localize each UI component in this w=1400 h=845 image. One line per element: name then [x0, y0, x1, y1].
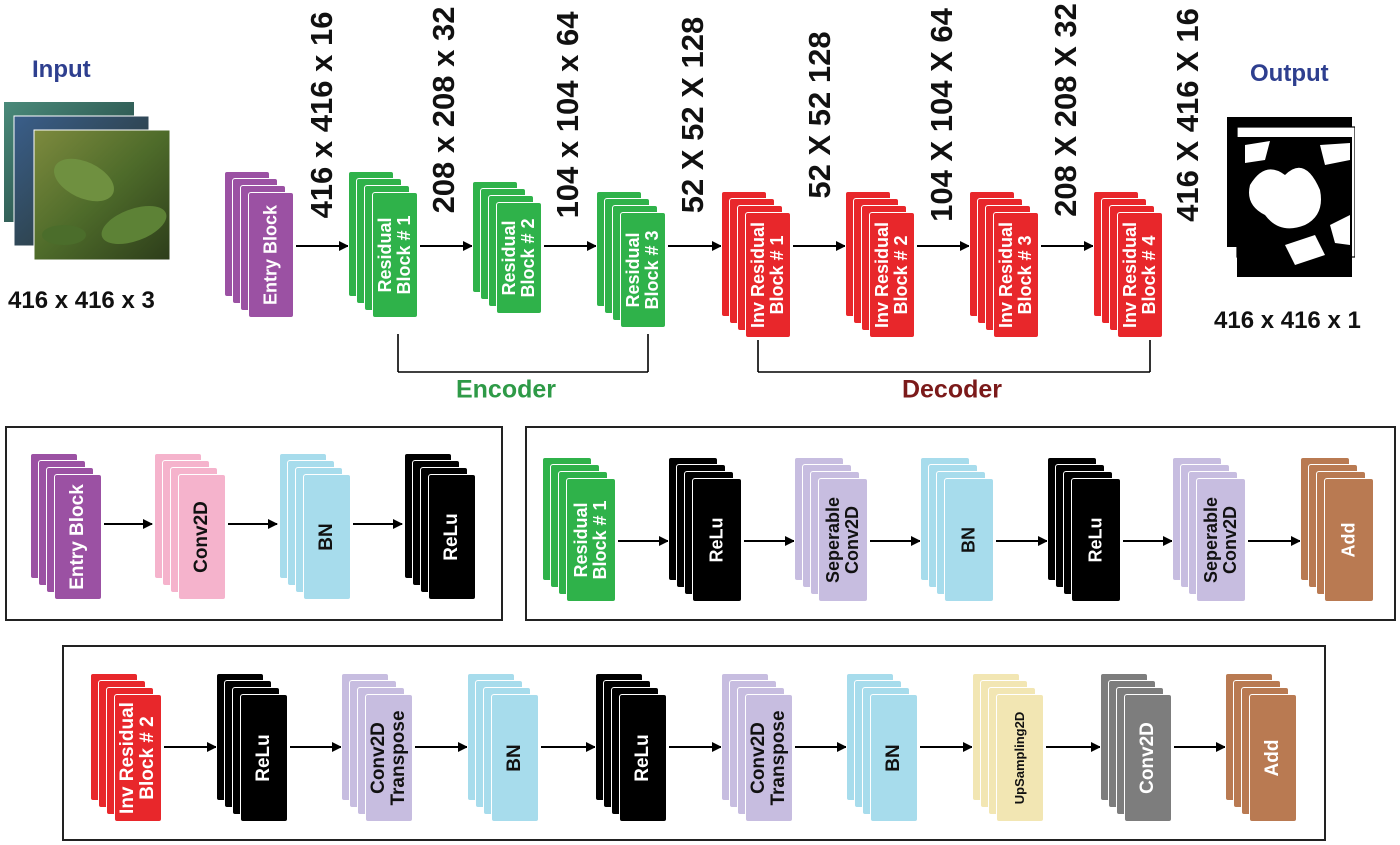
block-layer — [993, 212, 1039, 338]
block-layer — [365, 694, 413, 822]
block-layer — [178, 474, 226, 600]
inv-panel-block-8-label: UpSampling2D — [1012, 711, 1028, 805]
block-layer — [54, 474, 102, 600]
residual-panel-block-2-label: ReLu — [706, 517, 727, 563]
dim-label-1: 416 x 416 x 16 — [304, 11, 339, 219]
entry-panel-block-2-label: Conv2D — [191, 501, 213, 573]
main-block-2-label: Residual Block # 1 — [375, 215, 414, 295]
input-title: Input — [32, 56, 91, 83]
residual-panel-block-1-label: Residual Block # 1 — [571, 500, 610, 580]
residual-panel-block-4-label: BN — [958, 527, 979, 553]
block-layer — [303, 474, 351, 600]
residual-panel-block-3-label: Seperable Conv2D — [823, 496, 862, 584]
block-layer — [1249, 694, 1297, 822]
block-layer — [491, 694, 539, 822]
block-layer — [496, 202, 542, 314]
output-dims: 416 x 416 x 1 — [1214, 307, 1361, 334]
inv-panel-block-5-label: ReLu — [632, 734, 654, 782]
dim-label-5: 52 X 52 128 — [802, 31, 837, 199]
entry-panel-block-1-label: Entry Block — [67, 484, 89, 590]
residual-block-panel — [525, 426, 1396, 621]
main-block-1-label: Entry Block — [260, 204, 281, 306]
main-block-3-label: Residual Block # 2 — [499, 218, 538, 298]
output-mask-icon — [1227, 117, 1356, 277]
block-layer — [428, 474, 476, 600]
block-layer — [620, 212, 666, 328]
inv-panel-block-6-label: Conv2D Transpose — [748, 710, 789, 806]
residual-panel-block-6-label: Seperable Conv2D — [1201, 496, 1240, 584]
decoder-label: Decoder — [901, 375, 1003, 404]
block-layer — [240, 694, 288, 822]
dim-label-7: 208 X 208 X 32 — [1048, 3, 1083, 217]
input-image-icon — [4, 102, 171, 261]
block-layer — [248, 192, 294, 318]
inv-panel-block-1-label: Inv Residual Block # 2 — [117, 702, 158, 814]
block-layer — [996, 694, 1044, 822]
block-layer — [818, 478, 868, 602]
block-layer — [944, 478, 994, 602]
dim-label-6: 104 X 104 X 64 — [924, 8, 959, 222]
main-block-8-label: Inv Residual Block # 4 — [1120, 221, 1159, 329]
dim-label-4: 52 X 52 X 128 — [675, 16, 710, 214]
inv-panel-block-9-label: Conv2D — [1137, 722, 1159, 794]
dim-label-8: 416 X 416 X 16 — [1170, 8, 1205, 222]
inv-panel-block-10-label: Add — [1262, 739, 1284, 777]
block-layer — [1124, 694, 1172, 822]
inv-panel-block-4-label: BN — [504, 744, 526, 772]
entry-block-panel — [5, 426, 503, 621]
dim-label-3: 104 x 104 x 64 — [550, 11, 585, 219]
main-block-6-label: Inv Residual Block # 2 — [872, 221, 911, 329]
inv-panel-block-3-label: Conv2D Transpose — [368, 710, 409, 806]
residual-panel-block-7-label: Add — [1338, 522, 1359, 558]
entry-panel-block-3-label: BN — [316, 523, 338, 551]
block-layer — [566, 478, 616, 602]
inv-panel-block-2-label: ReLu — [253, 734, 275, 782]
block-layer — [1196, 478, 1246, 602]
block-layer — [870, 694, 918, 822]
entry-panel-block-4-label: ReLu — [441, 513, 463, 561]
block-layer — [1324, 478, 1374, 602]
block-layer — [869, 212, 915, 338]
block-layer — [1117, 212, 1163, 338]
main-block-7-label: Inv Residual Block # 3 — [996, 221, 1035, 329]
main-block-5-label: Inv Residual Block # 1 — [748, 221, 787, 329]
inv-residual-block-panel — [62, 645, 1326, 841]
main-block-4-label: Residual Block # 3 — [623, 230, 662, 310]
block-layer — [114, 694, 162, 822]
block-layer — [372, 192, 418, 318]
encoder-label: Encoder — [455, 375, 557, 404]
block-layer — [619, 694, 667, 822]
output-title: Output — [1250, 60, 1329, 87]
block-layer — [1071, 478, 1121, 602]
inv-panel-block-7-label: BN — [883, 744, 905, 772]
input-dims: 416 x 416 x 3 — [8, 287, 155, 314]
block-layer — [745, 694, 793, 822]
dim-label-2: 208 x 208 x 32 — [426, 6, 461, 214]
block-layer — [692, 478, 742, 602]
residual-panel-block-5-label: ReLu — [1085, 517, 1106, 563]
output-mask-stack — [1225, 115, 1356, 280]
input-image-stack — [4, 100, 174, 265]
block-layer — [745, 212, 791, 338]
